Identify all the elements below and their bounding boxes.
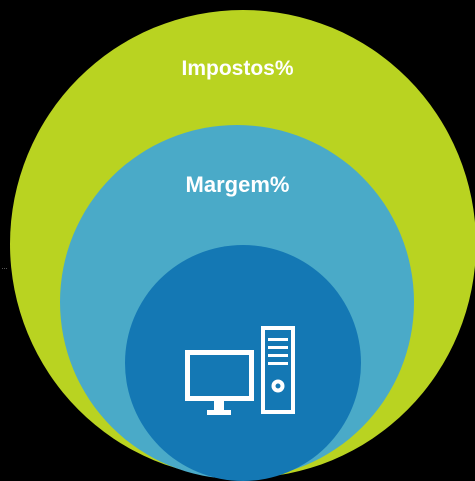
computer-icon — [183, 324, 299, 416]
inner-circle-product — [125, 245, 361, 481]
edge-mark — [2, 268, 7, 271]
margem-label: Margem% — [185, 172, 290, 197]
impostos-label: Impostos% — [181, 57, 294, 80]
